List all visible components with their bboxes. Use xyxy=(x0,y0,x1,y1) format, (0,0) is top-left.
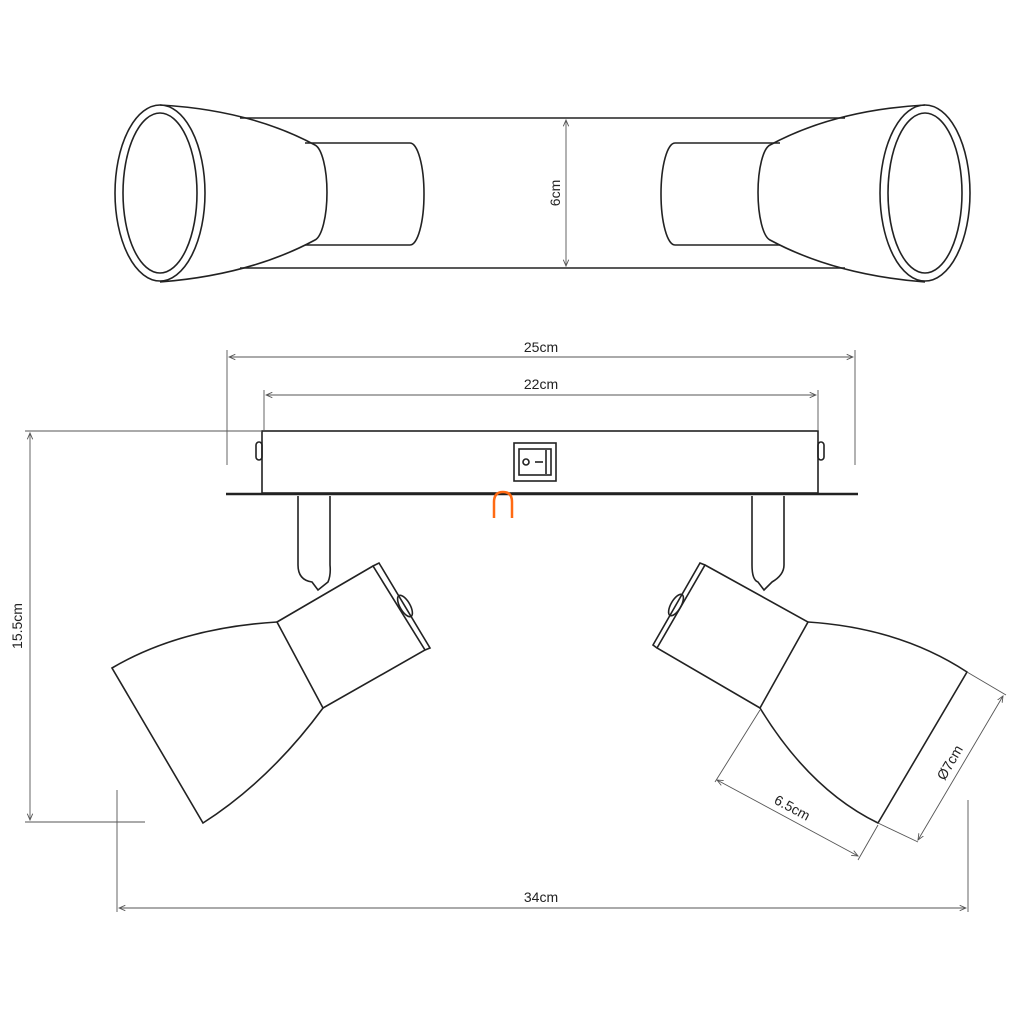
right-spot xyxy=(651,496,969,825)
dim-label-width-total: 34cm xyxy=(524,889,558,905)
rocker-switch xyxy=(513,442,557,482)
dim-label-shade-diameter: Ø7cm xyxy=(933,742,966,782)
cable-hook-icon xyxy=(492,490,514,518)
dim-label-height-total: 15.5cm xyxy=(9,603,25,649)
dim-label-shade-length: 6.5cm xyxy=(772,792,813,824)
dim-line-shade-length xyxy=(717,780,858,856)
top-right-spot xyxy=(660,104,971,283)
dim-line-shade-diameter xyxy=(918,696,1003,840)
top-view: 6cm xyxy=(114,104,971,283)
front-view: 25cm 22cm xyxy=(9,339,1007,912)
dim-label-height-top: 6cm xyxy=(547,180,563,206)
top-left-spot xyxy=(114,104,425,283)
dim-label-22: 22cm xyxy=(524,376,558,392)
dim-label-25: 25cm xyxy=(524,339,558,355)
left-spot xyxy=(110,496,432,825)
